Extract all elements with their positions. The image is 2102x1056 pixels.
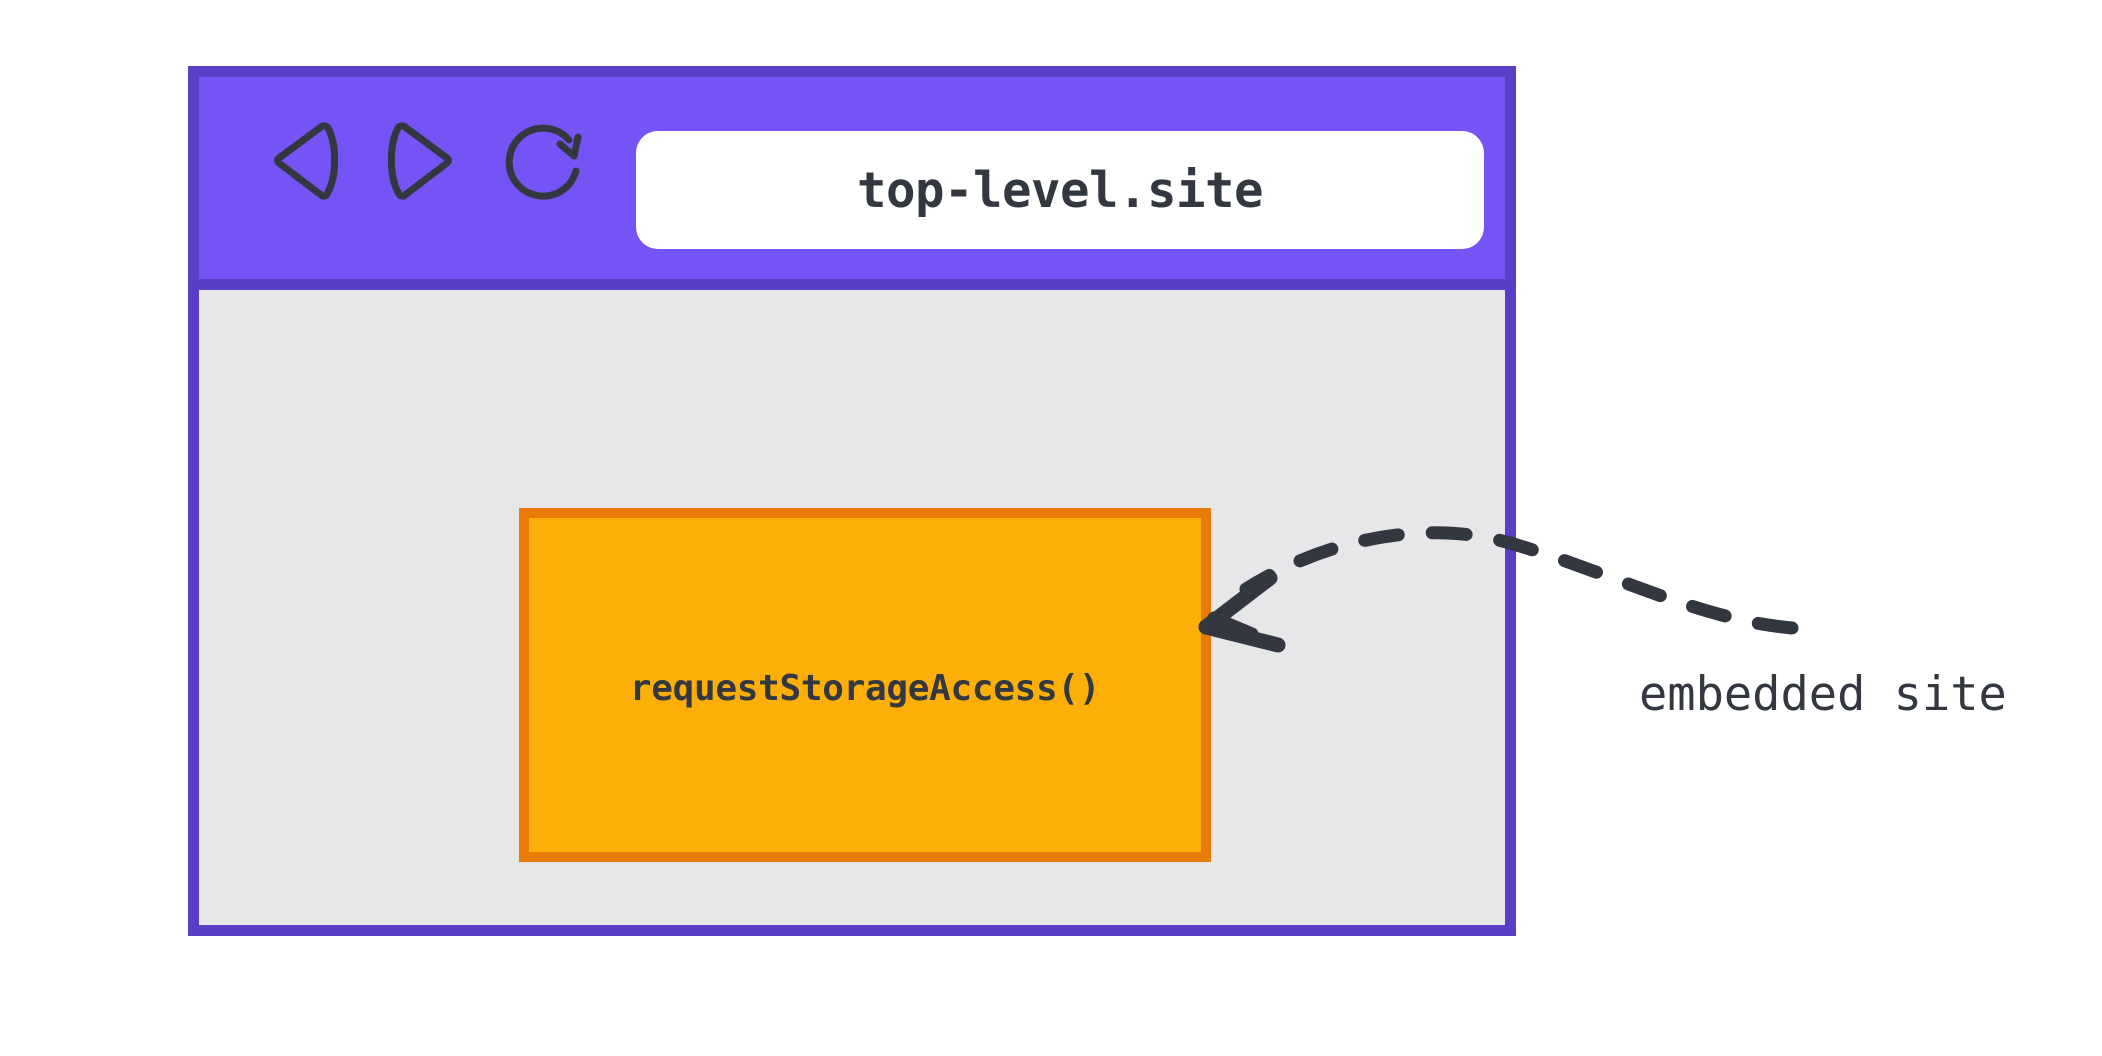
browser-nav-controls [257, 115, 589, 207]
url-text: top-level.site [856, 161, 1264, 219]
back-triangle-icon[interactable] [257, 115, 349, 207]
browser-viewport: requestStorageAccess() [199, 290, 1505, 925]
reload-circular-arrow-icon[interactable] [497, 115, 589, 207]
embedded-site-annotation-label: embedded site [1639, 667, 2007, 722]
forward-triangle-icon[interactable] [377, 115, 469, 207]
browser-chrome-toolbar: top-level.site [199, 77, 1505, 290]
embedded-site-frame[interactable]: requestStorageAccess() [519, 508, 1211, 862]
browser-window: top-level.site requestStorageAccess() [188, 66, 1516, 936]
url-address-bar[interactable]: top-level.site [636, 131, 1484, 249]
request-storage-access-label: requestStorageAccess() [629, 667, 1101, 709]
